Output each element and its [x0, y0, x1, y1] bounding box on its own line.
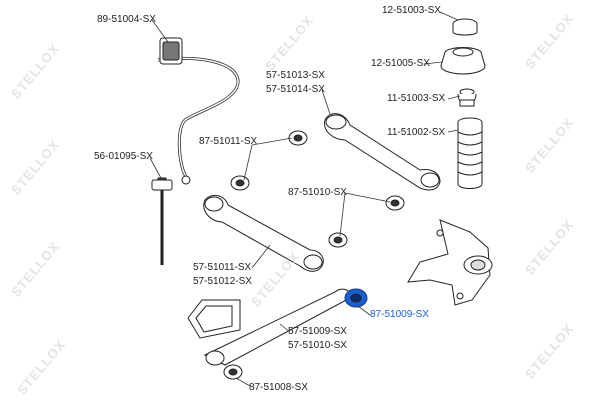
part-label-89-51004: 89-51004-SX [97, 14, 156, 25]
part-label-57-51013: 57-51013-SX [266, 70, 325, 81]
part-label-11-51002: 11-51002-SX [387, 127, 446, 138]
part-label-87-51010: 87-51010-SX [288, 187, 347, 198]
part-label-87-51011: 87-51011-SX [199, 136, 258, 147]
part-label-57-51012: 57-51012-SX [193, 276, 252, 287]
part-label-11-51003: 11-51003-SX [387, 93, 446, 104]
dust-boot [457, 117, 483, 189]
stabilizer-bar [157, 56, 240, 178]
part-label-87-51009[interactable]: 87-51009-SX [370, 309, 429, 320]
stabilizer-link [151, 175, 191, 265]
strut-mount [440, 18, 486, 75]
bushing-87-51009 [344, 288, 368, 308]
upper-control-arm [324, 113, 441, 191]
part-label-12-51005: 12-51005-SX [371, 58, 430, 69]
steering-knuckle [407, 219, 493, 306]
stabilizer-bushing [159, 37, 183, 65]
leader-lines [149, 11, 461, 387]
part-label-57-51010: 57-51010-SX [288, 340, 347, 351]
part-label-12-51003: 12-51003-SX [382, 5, 441, 16]
part-label-57-51011: 57-51011-SX [193, 262, 252, 273]
middle-control-arm [203, 194, 324, 272]
part-label-56-01095: 56-01095-SX [94, 151, 153, 162]
bushing-87-51008 [205, 350, 243, 380]
bushing-87-51010 [328, 195, 405, 248]
lower-arm-bracket [187, 299, 241, 339]
bump-stop [457, 88, 477, 107]
part-label-57-51014: 57-51014-SX [266, 84, 325, 95]
part-label-87-51008: 87-51008-SX [249, 382, 308, 393]
part-label-57-51009: 57-51009-SX [288, 326, 347, 337]
